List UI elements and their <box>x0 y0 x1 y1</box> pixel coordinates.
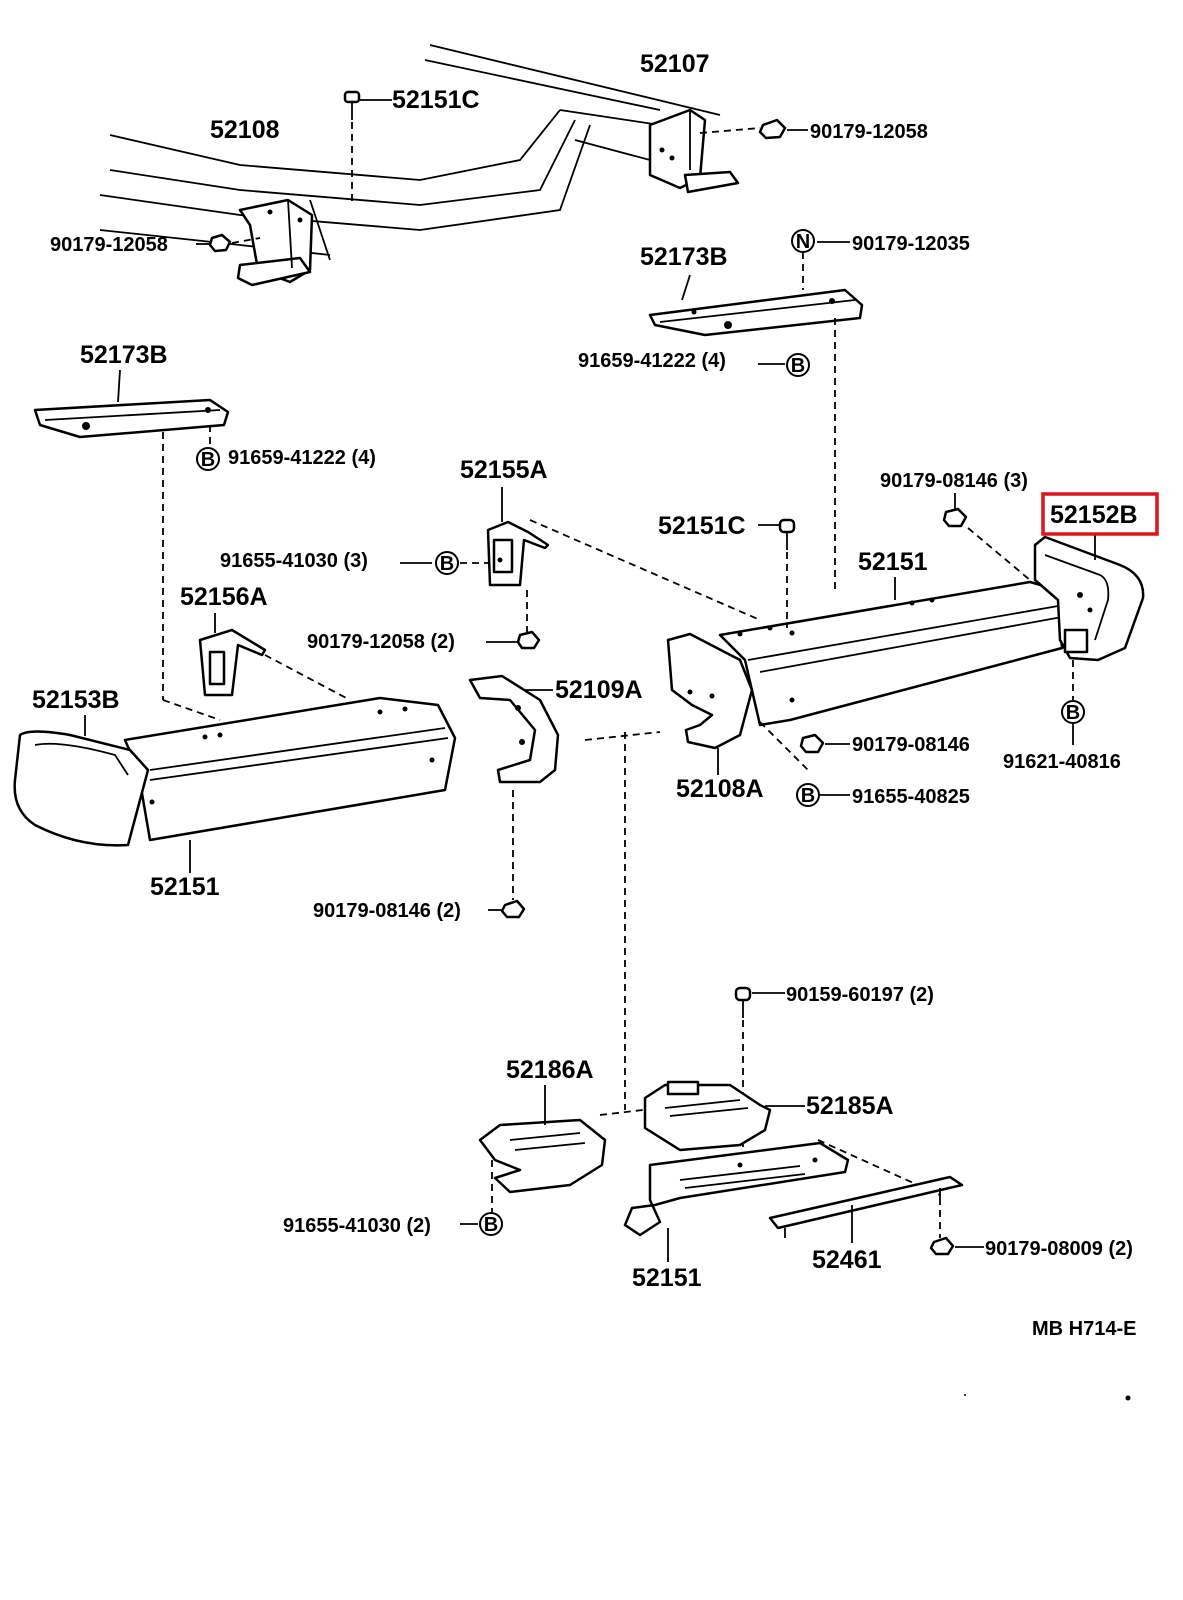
label-90179-08146-2: 90179-08146 (2) <box>313 900 461 922</box>
end-cap-52153b[interactable] <box>13 730 150 847</box>
label-91655-41030-2: 91655-41030 (2) <box>283 1215 431 1237</box>
nut-90179-08146-mid[interactable] <box>799 733 825 754</box>
label-52152b: 52152B <box>1050 501 1138 529</box>
highlight-box-52152b <box>1041 492 1159 536</box>
strip-52461[interactable] <box>768 1175 964 1238</box>
label-91655-40825: 91655-40825 <box>852 786 970 808</box>
label-91659-41222-left: 91659-41222 (4) <box>228 447 376 469</box>
label-52109a: 52109A <box>555 676 643 704</box>
marker-b-91655-40825: B <box>796 783 820 807</box>
nut-90179-08146-2[interactable] <box>500 899 526 919</box>
bracket-52108a[interactable] <box>666 632 754 750</box>
label-52151c-mid: 52151C <box>658 512 746 540</box>
label-90179-12035: 90179-12035 <box>852 233 970 255</box>
end-cap-52152b[interactable] <box>1033 535 1145 662</box>
label-90179-08146-mid: 90179-08146 <box>852 734 970 756</box>
nut-90179-08009[interactable] <box>929 1236 955 1256</box>
speck <box>1125 1395 1131 1401</box>
label-52173b-left: 52173B <box>80 341 168 369</box>
label-52153b: 52153B <box>32 686 120 714</box>
label-90179-12058-top: 90179-12058 <box>810 121 928 143</box>
plate-52173b-left[interactable] <box>33 398 230 439</box>
marker-n: N <box>791 229 815 253</box>
plate-52173b-center[interactable] <box>648 288 864 337</box>
label-90179-12058-left: 90179-12058 <box>50 234 168 256</box>
bumper-52151-left[interactable] <box>123 696 457 842</box>
speck <box>964 1394 966 1396</box>
label-91659-41222-center: 91659-41222 (4) <box>578 350 726 372</box>
marker-b-52155a: B <box>435 551 459 575</box>
drawing-code: MB H714-E <box>1032 1318 1136 1340</box>
marker-b-52152b: B <box>1061 700 1085 724</box>
frame-rail <box>99 44 721 261</box>
nut-90179-12058-2[interactable] <box>516 630 541 650</box>
label-90159-60197: 90159-60197 (2) <box>786 984 934 1006</box>
bracket-52109a[interactable] <box>468 674 560 784</box>
marker-b-bottom: B <box>479 1212 503 1236</box>
label-90179-08146-3: 90179-08146 (3) <box>880 470 1028 492</box>
marker-b-center: B <box>786 353 810 377</box>
bolt-52151c-mid[interactable] <box>778 518 796 550</box>
step-pad-52185a[interactable] <box>643 1080 772 1152</box>
bolt-90159-60197[interactable] <box>734 986 752 1018</box>
bracket-52155a[interactable] <box>486 520 550 587</box>
label-91621-40816: 91621-40816 <box>1003 751 1121 773</box>
label-90179-12058-2: 90179-12058 (2) <box>307 631 455 653</box>
bracket-52107[interactable] <box>648 108 740 194</box>
svg-text:B: B <box>801 785 815 807</box>
label-52156a: 52156A <box>180 583 268 611</box>
svg-text:B: B <box>1066 702 1080 724</box>
bracket-52108[interactable] <box>236 198 314 287</box>
label-52108: 52108 <box>210 116 280 144</box>
label-90179-08009: 90179-08009 (2) <box>985 1238 1133 1260</box>
label-91655-41030-3: 91655-41030 (3) <box>220 550 368 572</box>
label-52185a: 52185A <box>806 1092 894 1120</box>
nut-90179-08146-3[interactable] <box>942 507 968 528</box>
label-52151-left: 52151 <box>150 873 220 901</box>
label-52155a: 52155A <box>460 456 548 484</box>
label-52151-bottom: 52151 <box>632 1264 702 1292</box>
label-52108a: 52108A <box>676 775 764 803</box>
label-52173b-center: 52173B <box>640 243 728 271</box>
label-52151c-top: 52151C <box>392 86 480 114</box>
label-52186a: 52186A <box>506 1056 594 1084</box>
step-bracket-52151[interactable] <box>623 1141 850 1237</box>
svg-text:B: B <box>440 553 454 575</box>
bumper-52151-right[interactable] <box>718 580 1064 727</box>
svg-text:B: B <box>201 449 215 471</box>
marker-b-left-plate: B <box>196 447 220 471</box>
svg-text:B: B <box>484 1214 498 1236</box>
nut-90179-12058-top[interactable] <box>758 118 787 140</box>
bracket-52156a[interactable] <box>198 628 267 697</box>
label-52107: 52107 <box>640 50 710 78</box>
svg-text:N: N <box>796 231 810 253</box>
nut-90179-12058-left[interactable] <box>208 233 232 253</box>
label-52151-right: 52151 <box>858 548 928 576</box>
step-pad-52186a[interactable] <box>478 1118 607 1194</box>
svg-text:B: B <box>791 355 805 377</box>
bolt-52151c-top[interactable] <box>343 90 361 120</box>
label-52461: 52461 <box>812 1246 882 1274</box>
